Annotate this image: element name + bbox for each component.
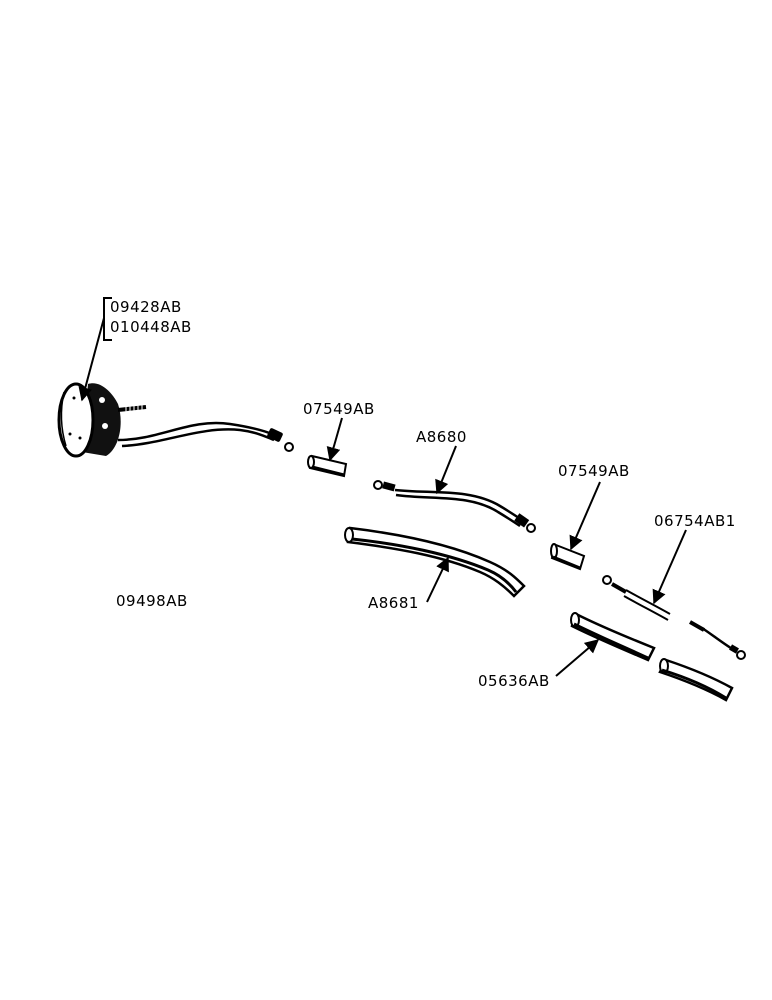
wire-2 [602,575,746,660]
hose-1 [344,526,526,598]
label-hose-2: 05636AB [478,672,550,690]
wire-1 [373,480,536,533]
gauge [57,382,294,458]
hose-2 [570,612,734,702]
sleeve-2 [550,543,586,571]
label-gauge-part-a: 09428AB [110,298,182,316]
label-gauge-part-b: 010448AB [110,318,192,336]
label-gauge-assembly: 09498AB [116,592,188,610]
label-wire-1: A8680 [416,428,467,446]
label-sleeve-1: 07549AB [303,400,375,418]
leader-lines [78,297,687,677]
label-hose-1: A8681 [368,594,419,612]
sleeve-1 [307,454,348,478]
label-wire-2: 06754AB1 [654,512,736,530]
label-sleeve-2: 07549AB [558,462,630,480]
